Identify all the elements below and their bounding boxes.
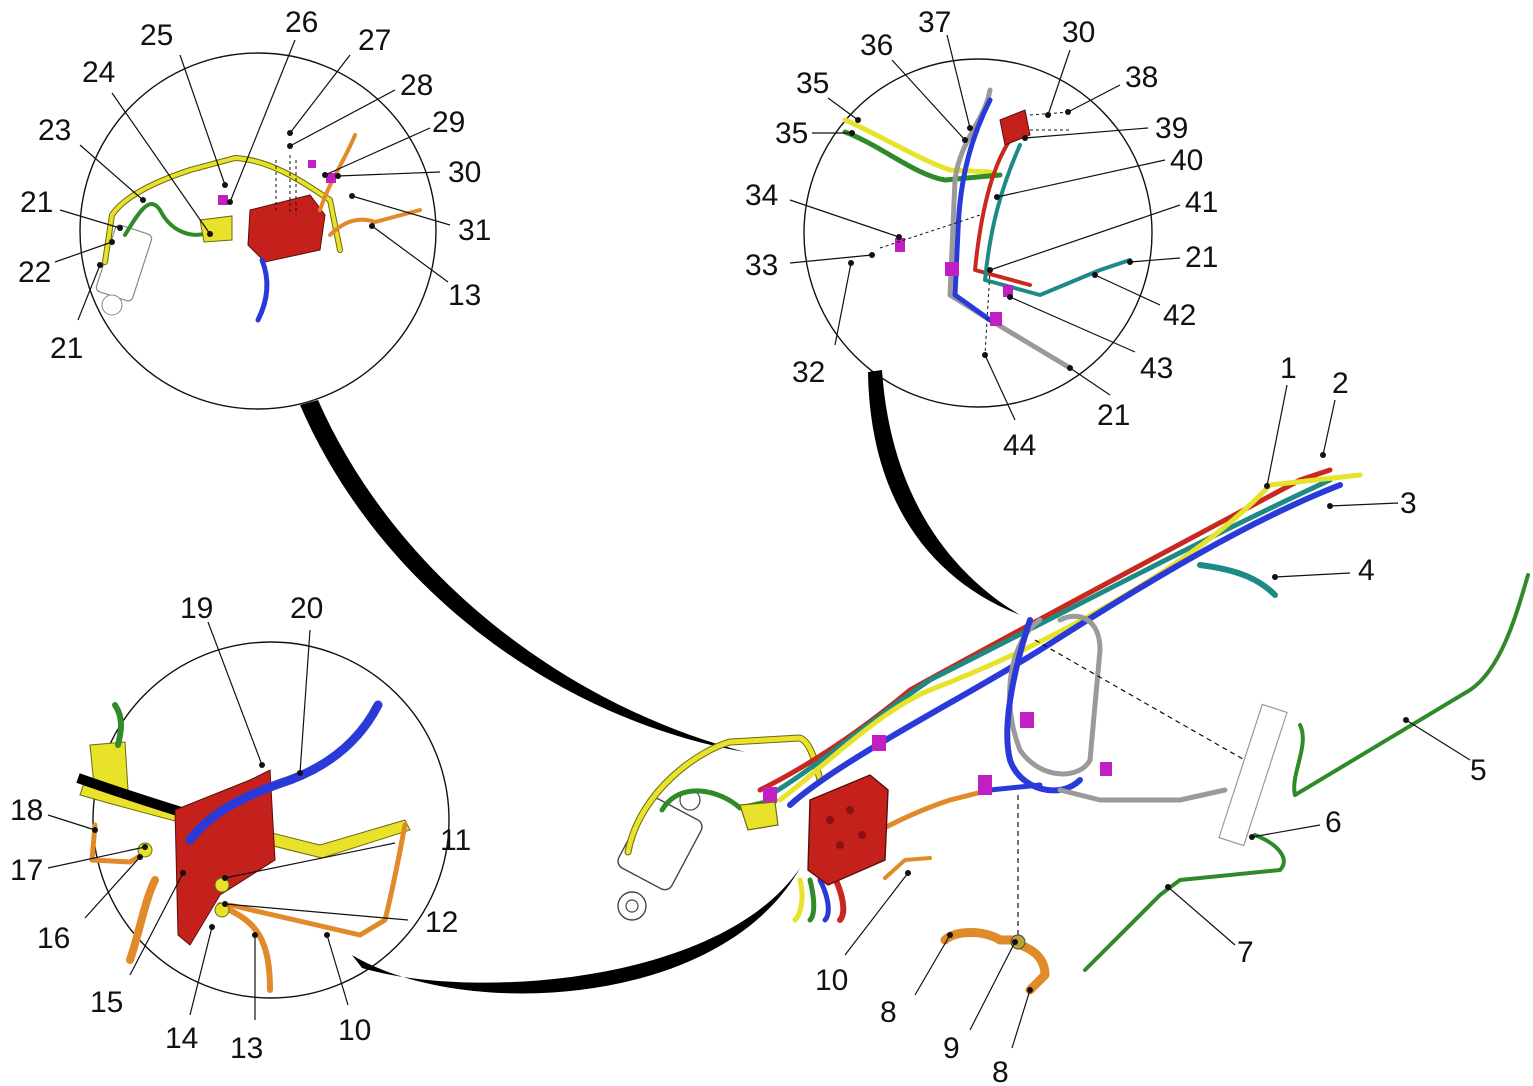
main-assembly — [617, 467, 1363, 935]
detail-top-right-parts — [842, 87, 1132, 371]
callout-13b: 13 — [230, 1032, 263, 1065]
callout-18: 18 — [10, 794, 43, 827]
callout-13a: 13 — [448, 279, 481, 312]
callout-15: 15 — [90, 986, 123, 1019]
callout-21b: 21 — [50, 332, 83, 365]
callout-33: 33 — [745, 249, 778, 282]
callout-10b: 10 — [338, 1014, 371, 1047]
callout-4: 4 — [1358, 554, 1375, 587]
clamp — [1020, 712, 1034, 728]
connector-arc-top-left — [300, 400, 745, 752]
clamp — [1100, 762, 1112, 776]
callout-41: 41 — [1185, 186, 1218, 219]
detail-circle-top-right — [803, 58, 1153, 408]
callout-1: 1 — [1280, 352, 1297, 385]
callout-28: 28 — [400, 69, 433, 102]
detail-circle-bottom-left — [92, 641, 450, 999]
callout-9: 9 — [943, 1032, 960, 1065]
callout-14: 14 — [165, 1022, 198, 1055]
mounting-bracket — [739, 801, 779, 831]
callout-25: 25 — [140, 19, 173, 52]
callout-3: 3 — [1400, 487, 1417, 520]
right-cylinder — [1083, 573, 1530, 972]
connector-arc-top-right — [868, 370, 1020, 615]
callout-29: 29 — [432, 106, 465, 139]
callout-34: 34 — [745, 179, 778, 212]
connector-arc-bottom-left — [352, 868, 800, 994]
detail-bottom-left-parts — [76, 700, 411, 993]
callout-40: 40 — [1170, 144, 1203, 177]
callout-24: 24 — [82, 56, 115, 89]
callout-19: 19 — [180, 592, 213, 625]
callout-38: 38 — [1125, 61, 1158, 94]
callout-32: 32 — [792, 356, 825, 389]
callout-27: 27 — [358, 24, 391, 57]
callout-22: 22 — [18, 256, 51, 289]
callout-12: 12 — [425, 906, 458, 939]
clamp — [978, 775, 992, 795]
callout-35b: 35 — [775, 117, 808, 150]
callout-2: 2 — [1332, 367, 1349, 400]
callout-11: 11 — [440, 824, 471, 857]
callout-6: 6 — [1325, 806, 1342, 839]
callout-44: 44 — [1003, 429, 1036, 462]
callout-8b: 8 — [992, 1056, 1009, 1086]
callout-7: 7 — [1237, 936, 1254, 969]
callout-30a: 30 — [448, 156, 481, 189]
callout-35a: 35 — [796, 67, 829, 100]
callout-17: 17 — [10, 854, 43, 887]
callout-20: 20 — [290, 592, 323, 625]
callout-39: 39 — [1155, 112, 1188, 145]
callout-42: 42 — [1163, 299, 1196, 332]
callout-5: 5 — [1470, 754, 1487, 787]
callout-31: 31 — [458, 214, 491, 247]
clamp — [763, 787, 777, 803]
callout-26: 26 — [285, 6, 318, 39]
callout-36: 36 — [860, 29, 893, 62]
callout-37: 37 — [918, 6, 951, 39]
clamp — [872, 735, 886, 751]
callout-21d: 21 — [1097, 399, 1130, 432]
callout-30b: 30 — [1062, 16, 1095, 49]
callout-10a: 10 — [815, 964, 848, 997]
callout-21c: 21 — [1185, 241, 1218, 274]
callout-16: 16 — [37, 922, 70, 955]
detail-circle-top-left — [79, 52, 437, 410]
main-control-valve — [807, 774, 889, 886]
callout-8a: 8 — [880, 996, 897, 1029]
callout-43: 43 — [1140, 352, 1173, 385]
callout-21a: 21 — [20, 186, 53, 219]
callout-23: 23 — [38, 114, 71, 147]
callouts: 1 2 3 4 5 6 7 8 8 9 10 11 12 13 14 15 16 — [10, 6, 1487, 1086]
